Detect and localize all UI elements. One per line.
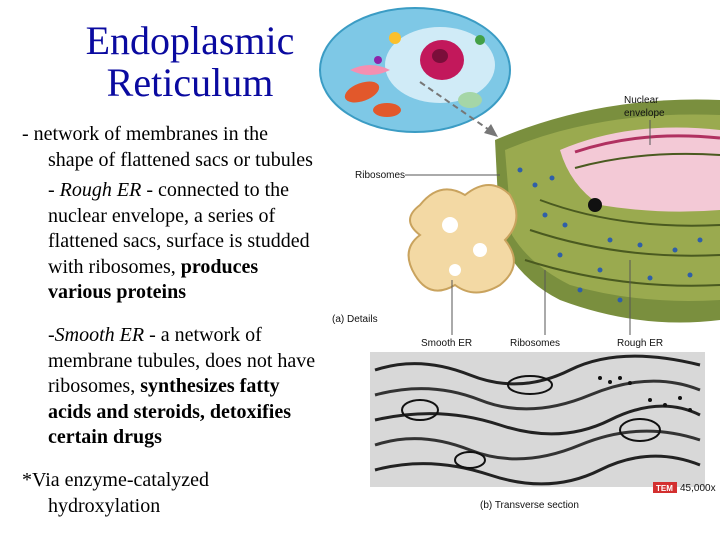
- rough-line-5-bold: various proteins: [48, 281, 186, 303]
- tem-micrograph: [370, 352, 705, 487]
- label-transverse: (b) Transverse section: [480, 500, 579, 511]
- smooth-line-3-a: ribosomes,: [48, 375, 141, 397]
- rough-line-1-rest: - connected to the: [141, 179, 290, 201]
- label-smooth-er: Smooth ER: [421, 338, 472, 349]
- label-ribosomes-top: Ribosomes: [355, 170, 405, 181]
- label-details: (a) Details: [332, 314, 378, 325]
- smooth-er-illustration: [407, 184, 518, 294]
- rough-er-term: Rough ER: [59, 179, 142, 201]
- smooth-line-3-b: synthesizes fatty: [140, 375, 280, 397]
- smooth-line-4-bold: acids and steroids, detoxifies: [48, 400, 291, 423]
- rough-line-4: with ribosomes, produces: [48, 255, 393, 281]
- smooth-er-paragraph: -Smooth ER - a network of membrane tubul…: [22, 323, 393, 451]
- smooth-line-3: ribosomes, synthesizes fatty: [48, 374, 393, 400]
- smooth-line-2: membrane tubules, does not have: [48, 349, 316, 372]
- rough-line-3: flattened sacs, surface is studded: [48, 230, 310, 252]
- label-nuclear-1: Nuclear: [624, 95, 659, 106]
- rough-line-2: nuclear envelope, a series of: [48, 204, 276, 227]
- cell-illustration: [319, 7, 511, 133]
- label-ribosomes-bottom: Ribosomes: [510, 338, 560, 349]
- title-line-1: Endoplasmic: [85, 18, 295, 63]
- note-line-1: *Via enzyme-catalyzed: [22, 469, 210, 491]
- arrowhead: [484, 124, 498, 137]
- label-magnification: 45,000x: [680, 483, 716, 494]
- smooth-line-1: -Smooth ER - a network of: [48, 323, 393, 349]
- pointer-arrow: [419, 81, 496, 135]
- er-detail-illustration: [495, 99, 720, 323]
- smooth-line-1-rest: - a network of: [144, 324, 262, 346]
- rough-line-1: - Rough ER - connected to the: [48, 178, 393, 204]
- smooth-prefix: -: [48, 324, 55, 346]
- rough-line-4-a: with ribosomes,: [48, 255, 181, 278]
- smooth-line-5-bold: certain drugs: [48, 426, 162, 448]
- label-rough-er: Rough ER: [617, 338, 663, 349]
- label-nuclear-2: envelope: [624, 108, 665, 119]
- intro-line-2: shape of flattened sacs or tubules: [48, 148, 313, 171]
- smooth-line-4: acids and steroids, detoxifies: [48, 400, 393, 426]
- slide-title: Endoplasmic Reticulum: [40, 20, 340, 104]
- smooth-line-5: certain drugs: [48, 425, 393, 451]
- intro-paragraph: - network of membranes in the shape of f…: [22, 122, 367, 173]
- title-line-2: Reticulum: [106, 60, 274, 105]
- note-line-2: hydroxylation: [48, 494, 161, 517]
- rough-line-5: various proteins: [48, 280, 393, 306]
- rough-er-paragraph: - Rough ER - connected to the nuclear en…: [22, 178, 393, 306]
- rough-prefix: -: [48, 179, 60, 201]
- tem-badge-text: TEM: [656, 484, 673, 493]
- smooth-er-term: Smooth ER: [54, 324, 145, 346]
- rough-line-4-b: produces: [180, 255, 259, 278]
- tem-badge: [653, 482, 677, 493]
- note-paragraph: *Via enzyme-catalyzed hydroxylation: [22, 468, 367, 519]
- intro-line-1: - network of membranes in the: [22, 123, 269, 145]
